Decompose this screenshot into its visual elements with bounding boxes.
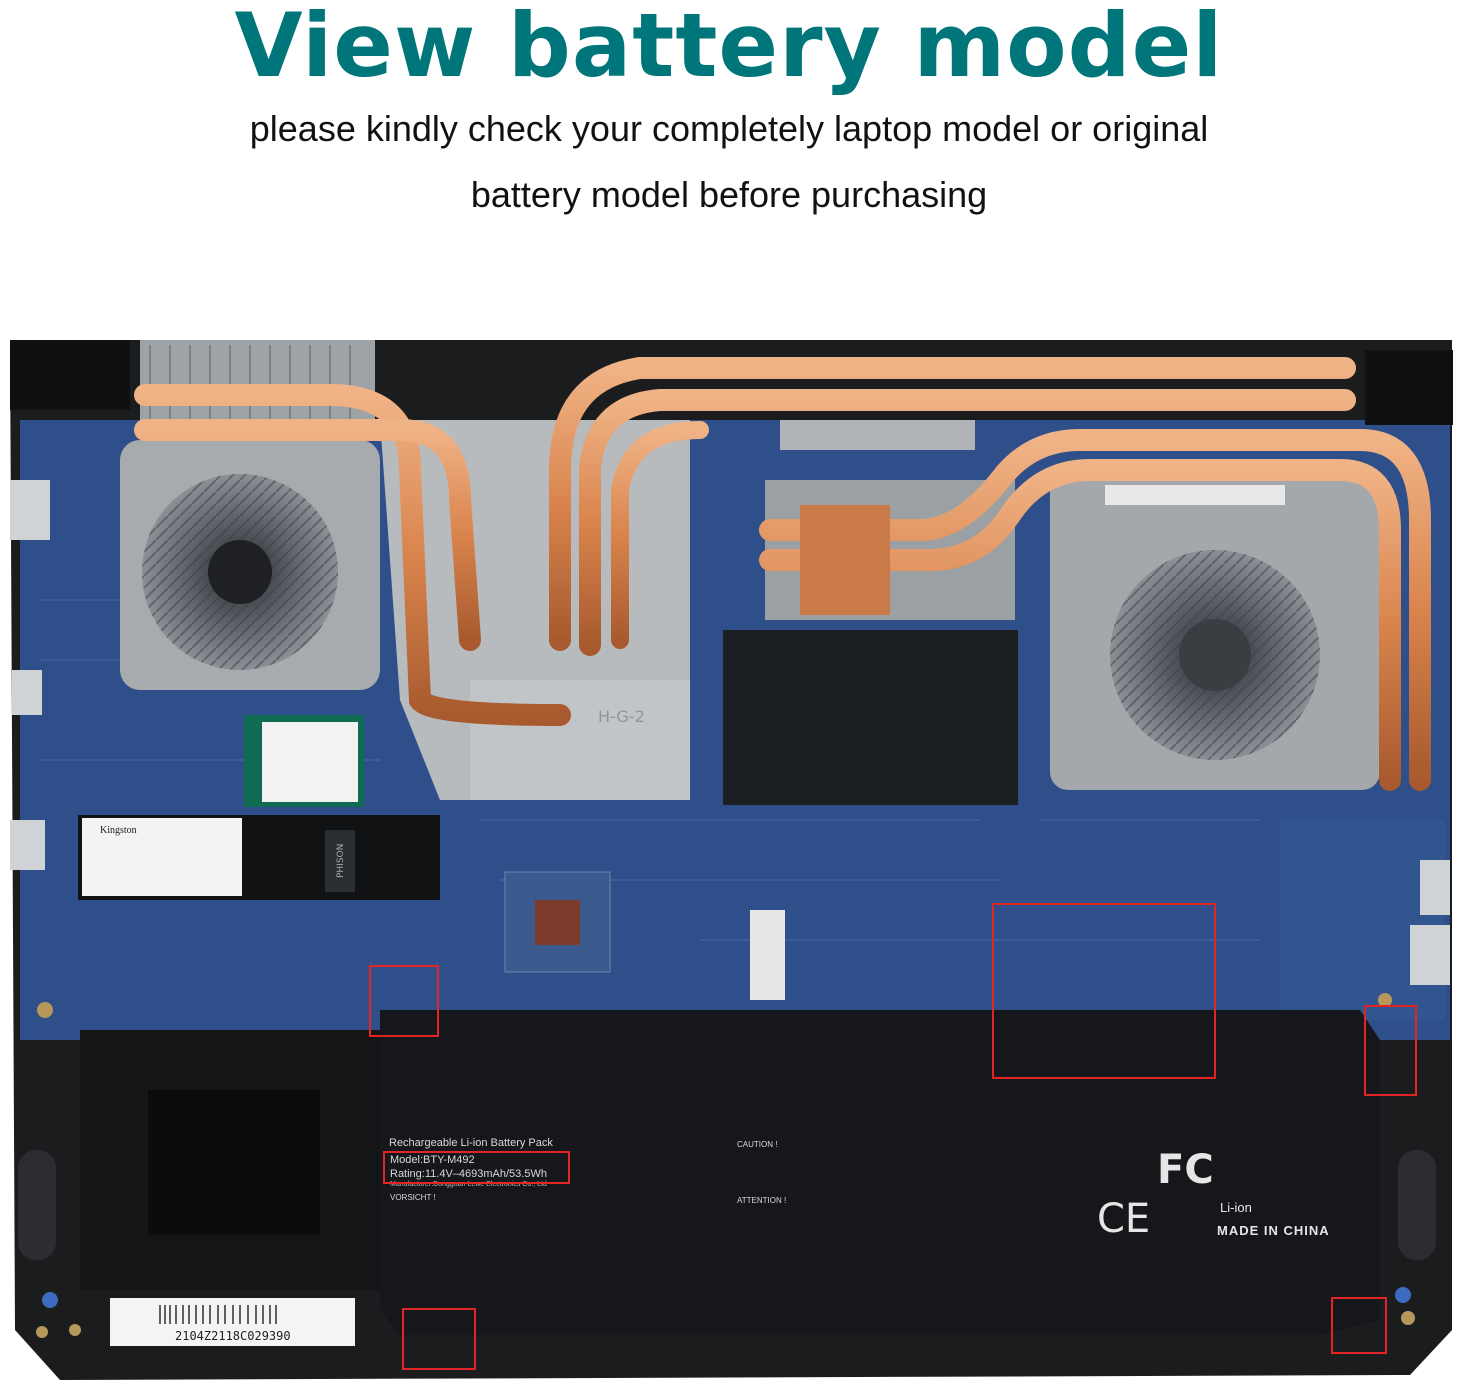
made-in-label: MADE IN CHINA [1217,1223,1330,1238]
right-speaker [1398,1150,1436,1260]
heat-pipe [134,384,571,726]
battery-vorsicht: VORSICHT ! [390,1193,436,1202]
battery-heading: Rechargeable Li-ion Battery Pack [389,1137,553,1149]
highlight-screw-top-left [369,965,439,1037]
highlight-screw-bottom-right [1331,1297,1387,1354]
battery-manufacturer: Manufacturer:Dongguan Lewe Electronics C… [390,1181,547,1188]
highlight-connector [992,903,1216,1079]
heatsink-mark: H-G-2 [598,707,645,726]
laptop-photo: H-G-2 Kingston PHISON [10,340,1453,1380]
fc-mark: FC [1157,1147,1214,1193]
svg-text:2104Z2118C029390: 2104Z2118C029390 [175,1329,291,1343]
subtitle-line-2: battery model before purchasing [470,174,988,215]
svg-text:PHISON: PHISON [336,844,346,878]
battery-pack [380,1010,1380,1335]
page-title: View battery model [234,0,1224,97]
highlight-model-rating [383,1151,570,1184]
subtitle-line-1: please kindly check your completely lapt… [249,108,1209,149]
battery-rating: Rating:11.4V–4693mAh/53.5Wh [390,1168,547,1180]
highlight-screw-bottom-left [402,1308,476,1370]
battery-model: Model:BTY-M492 [390,1154,475,1166]
thermal-pad [723,630,1018,805]
battery-attention: ATTENTION ! [737,1196,787,1205]
li-ion-mark: Li-ion [1220,1200,1252,1215]
left-speaker [18,1150,56,1260]
svg-text:Kingston: Kingston [100,825,137,836]
highlight-screw-right [1364,1005,1417,1096]
battery-caution: CAUTION ! [737,1140,778,1149]
ce-mark: CE [1097,1196,1151,1242]
